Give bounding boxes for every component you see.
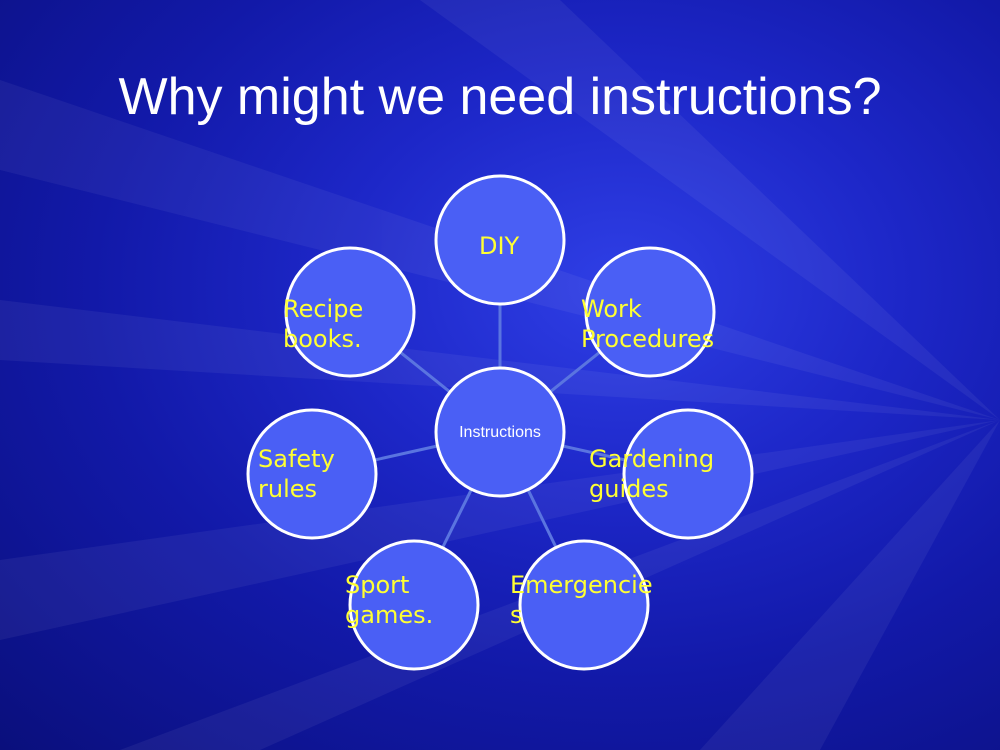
node-label-line: books.: [283, 325, 362, 353]
node-circle-recipe: [284, 246, 416, 378]
node-circle-diy: [434, 174, 566, 306]
node-circle-gardening: [622, 408, 754, 540]
node-label-line: Safety: [258, 445, 335, 473]
node-label-line: Gardening: [589, 445, 715, 473]
slide-title: Why might we need instructions?: [118, 68, 882, 126]
node-circle-emergencies: [518, 539, 650, 671]
node-label-line: rules: [258, 475, 318, 503]
node-circle-safety: [246, 408, 378, 540]
node-label-line: Work: [581, 295, 642, 323]
node-label-gardening: Gardening guides: [589, 444, 714, 504]
node-label-line: games.: [345, 601, 434, 629]
node-label-safety: Safety rules: [258, 444, 335, 504]
node-label-line: Sport: [345, 571, 410, 599]
node-label-sport: Sport games.: [345, 570, 433, 630]
node-label-line: Recipe: [283, 295, 364, 323]
node-label-line: DIY: [479, 232, 520, 260]
node-label-emergencies: Emergencie s: [510, 570, 653, 630]
node-label-line: Procedures: [581, 325, 715, 353]
node-label-diy: DIY: [479, 231, 519, 261]
node-label-line: Emergencie: [510, 571, 653, 599]
node-label-work: Work Procedures: [581, 294, 714, 354]
node-circle-work: [584, 246, 716, 378]
center-label: Instructions: [459, 424, 541, 441]
node-label-line: guides: [589, 475, 669, 503]
node-circle-sport: [348, 539, 480, 671]
node-label-recipe: Recipe books.: [283, 294, 363, 354]
center-circle: [434, 366, 566, 498]
node-label-line: s: [510, 601, 523, 629]
